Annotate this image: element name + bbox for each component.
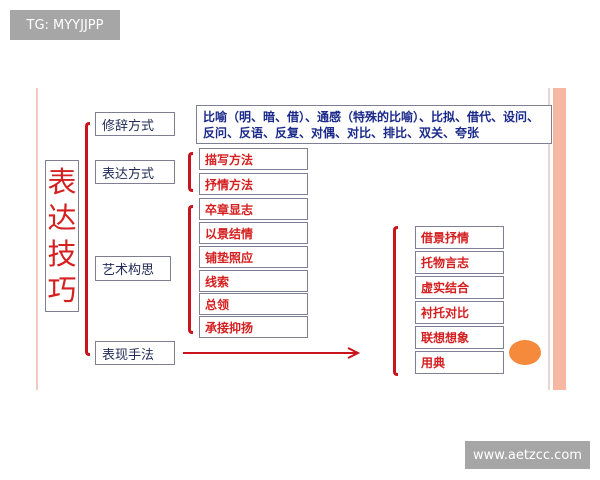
presentation-item: 用典 — [415, 351, 504, 374]
arrow-icon — [183, 347, 361, 359]
artistic-item: 总领 — [199, 293, 308, 315]
title-char: 巧 — [47, 273, 77, 307]
slide-left-border — [36, 88, 38, 390]
presentation-item: 衬托对比 — [415, 301, 504, 324]
expression-item: 抒情方法 — [199, 173, 308, 195]
expression-bracket — [188, 152, 193, 192]
artistic-item: 卒章显志 — [199, 198, 308, 220]
title-box: 表 达 技 巧 — [45, 160, 79, 312]
artistic-item: 线索 — [199, 270, 308, 292]
title-char: 表 — [47, 165, 77, 199]
presentation-bracket — [393, 226, 398, 376]
title-char: 达 — [47, 201, 77, 235]
level-expression: 表达方式 — [95, 160, 175, 184]
title-char: 技 — [47, 237, 77, 271]
artistic-bracket — [188, 205, 193, 334]
slide-right-band — [548, 88, 566, 390]
artistic-item: 承接抑扬 — [199, 316, 308, 338]
watermark-bottom: www.aetzcc.com — [465, 441, 590, 469]
artistic-item: 以景结情 — [199, 222, 308, 244]
level-rhetoric: 修辞方式 — [95, 112, 175, 136]
level-presentation: 表现手法 — [95, 341, 175, 365]
presentation-item: 托物言志 — [415, 251, 504, 274]
expression-item: 描写方法 — [199, 148, 308, 170]
presentation-item: 虚实结合 — [415, 276, 504, 299]
presentation-item: 联想想象 — [415, 326, 504, 349]
rhetoric-list: 比喻（明、暗、借）、通感（特殊的比喻）、比拟、借代、设问、反问、反语、反复、对偶… — [196, 105, 552, 144]
watermark-top: TG: MYYJJPP — [10, 10, 120, 40]
orange-ellipse — [509, 340, 541, 365]
presentation-item: 借景抒情 — [415, 226, 504, 249]
artistic-item: 铺垫照应 — [199, 246, 308, 268]
main-bracket — [85, 122, 90, 356]
level-artistic: 艺术构思 — [95, 256, 171, 281]
